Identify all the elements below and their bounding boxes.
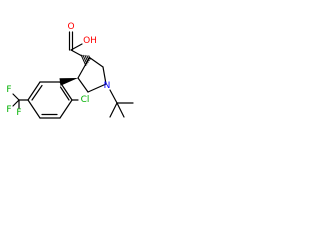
bond-n-tbu	[109, 89, 118, 104]
bond-tbu-me3	[116, 102, 125, 118]
bond-c-oh	[70, 43, 83, 51]
fluorine-label: F	[6, 105, 11, 115]
bond-ar1-ar2-inner	[59, 86, 70, 101]
bond-ar5-ar6	[27, 81, 41, 101]
hydroxyl-label: OH	[83, 36, 97, 46]
bond-c3-cooh	[70, 49, 83, 57]
bond-ar5-ar6-inner	[31, 84, 43, 101]
bond-c3-c2	[88, 56, 104, 68]
solid-wedge-bond	[59, 78, 78, 86]
bond-ar4-ar5	[27, 99, 41, 119]
bond-c-f1	[12, 93, 20, 101]
oxygen-label: O	[67, 22, 74, 32]
fluorine-label: F	[16, 108, 21, 118]
bond-c5-c4	[77, 77, 89, 93]
bond-n-c5	[87, 83, 107, 93]
fluorine-label: F	[6, 85, 11, 95]
bond-c-f2	[12, 99, 20, 107]
chlorine-label: Cl	[81, 95, 90, 105]
bond-c2-n	[102, 66, 107, 85]
bond-c4-c3	[77, 56, 91, 79]
bond-tbu-me2	[109, 102, 118, 118]
structure-diagram: O OH N Cl F F F	[6, 22, 134, 119]
bond-ar1-ar2	[59, 81, 73, 101]
bond-ar2-ar3	[59, 99, 73, 119]
nitrogen-label: N	[104, 81, 111, 91]
